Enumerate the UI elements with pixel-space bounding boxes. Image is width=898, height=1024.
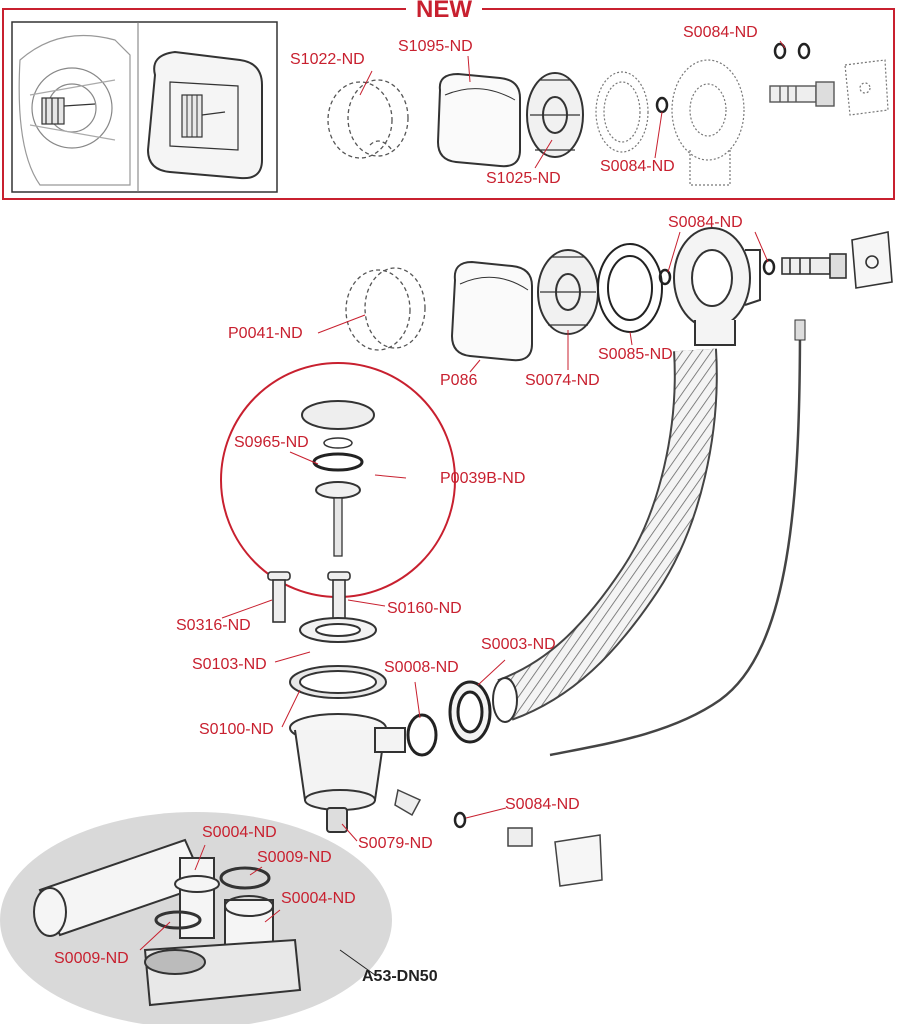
label-s0003: S0003-ND bbox=[481, 636, 556, 653]
new-body-drawing bbox=[671, 59, 745, 186]
label-s0160: S0160-ND bbox=[387, 600, 462, 617]
s0074-plate-drawing bbox=[537, 249, 599, 335]
leader-lines bbox=[139, 40, 786, 976]
label-s0074: S0074-ND bbox=[525, 372, 600, 389]
waste-plug-group-drawing bbox=[220, 362, 456, 598]
label-s1022: S1022-ND bbox=[290, 51, 365, 68]
label-s0100: S0100-ND bbox=[199, 721, 274, 738]
overflow-spindle-drawing bbox=[781, 231, 893, 289]
waste-body-drawing bbox=[289, 617, 406, 833]
hose-ribs bbox=[497, 348, 716, 719]
label-s0084-main: S0084-ND bbox=[668, 214, 743, 231]
label-s1095: S1095-ND bbox=[398, 38, 473, 55]
s1022-cover-drawing bbox=[327, 79, 409, 159]
lower-pull-rod-drawing bbox=[394, 788, 603, 887]
inset-round-cover-drawing bbox=[18, 34, 131, 186]
s0008-s0003-nuts-drawing bbox=[406, 680, 492, 757]
label-p086: P086 bbox=[440, 372, 478, 389]
bowden-cable-drawing bbox=[549, 324, 802, 757]
new-section-title: NEW bbox=[406, 0, 482, 24]
new-bracket-drawing bbox=[844, 59, 889, 116]
label-s0008: S0008-ND bbox=[384, 659, 459, 676]
main-o-rings-drawing bbox=[658, 258, 776, 286]
label-s0965: S0965-ND bbox=[234, 434, 309, 451]
label-s0079: S0079-ND bbox=[358, 835, 433, 852]
overflow-body-drawing bbox=[673, 227, 761, 346]
label-s0316: S0316-ND bbox=[176, 617, 251, 634]
s0085-gasket-drawing bbox=[597, 243, 663, 333]
new-dashed-ring-drawing bbox=[595, 71, 649, 153]
label-a53-dn50: A53-DN50 bbox=[362, 968, 438, 985]
hose-end bbox=[492, 677, 518, 723]
label-s1025: S1025-ND bbox=[486, 170, 561, 187]
label-s0004-b: S0004-ND bbox=[281, 890, 356, 907]
new-spindle-drawing bbox=[769, 81, 835, 107]
screws-drawing bbox=[267, 571, 351, 623]
label-s0084-new-bottom: S0084-ND bbox=[600, 158, 675, 175]
inset-square-knob-drawing bbox=[146, 50, 263, 180]
label-s0009-a: S0009-ND bbox=[257, 849, 332, 866]
label-p0039b: P0039B-ND bbox=[440, 470, 526, 487]
p0041-cover-drawing bbox=[345, 267, 426, 351]
label-s0084-lower: S0084-ND bbox=[505, 796, 580, 813]
p086-knob-drawing bbox=[450, 260, 533, 362]
label-s0004-a: S0004-ND bbox=[202, 824, 277, 841]
s1095-knob-drawing bbox=[436, 72, 521, 168]
s1025-plate-drawing bbox=[526, 72, 584, 158]
dn50-trap-drawing bbox=[33, 838, 302, 1007]
label-s0103: S0103-ND bbox=[192, 656, 267, 673]
label-p0041: P0041-ND bbox=[228, 325, 303, 342]
label-s0009-b: S0009-ND bbox=[54, 950, 129, 967]
label-s0085: S0085-ND bbox=[598, 346, 673, 363]
label-s0084-new-top: S0084-ND bbox=[683, 24, 758, 41]
